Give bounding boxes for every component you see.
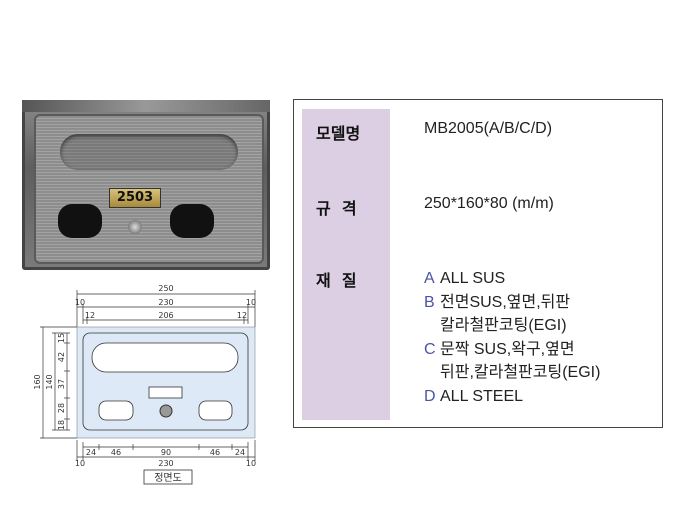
- door-outline: [82, 332, 249, 431]
- dim-seg: 24: [235, 448, 245, 457]
- mailbox-top: [22, 100, 270, 112]
- dim-seg: 46: [111, 448, 121, 457]
- model-label: 모델명: [316, 124, 361, 143]
- lock-icon: [159, 404, 173, 418]
- dim-inner-height: 140: [45, 374, 54, 389]
- dim-inner-width: 230: [158, 298, 173, 307]
- mailbox-photo: 2503: [22, 100, 270, 270]
- material-key: A: [424, 270, 435, 287]
- dim-seg: 42: [57, 352, 66, 362]
- dim-right-inset: 12: [237, 311, 247, 320]
- material-label: 재 질: [316, 271, 357, 290]
- dim-bottom-inner: 230: [158, 459, 173, 468]
- material-text: ALL STEEL: [440, 387, 524, 405]
- drawing-title: 정면도: [154, 472, 182, 484]
- dim-overall-height: 160: [33, 374, 42, 389]
- left-window-outline: [98, 400, 134, 421]
- dim-seg: 90: [161, 448, 171, 457]
- material-item: B 전면SUS,옆면,뒤판: [424, 291, 600, 315]
- material-key: D: [424, 387, 436, 405]
- dim-seg: 18: [57, 420, 66, 430]
- mailbox-front: 2503: [34, 114, 264, 264]
- material-key: B: [424, 293, 435, 311]
- material-key: C: [424, 340, 436, 358]
- dim-bottom-right-margin: 10: [246, 459, 256, 468]
- size-value: 250*160*80 (m/m): [424, 195, 554, 212]
- label-column: [302, 109, 390, 420]
- dim-left-margin: 10: [75, 298, 85, 307]
- right-window-outline: [198, 400, 233, 421]
- material-text: 문짝 SUS,왁구,옆면: [440, 340, 575, 358]
- lock-icon: [128, 220, 142, 234]
- dim-left-inset: 12: [85, 311, 95, 320]
- size-label: 규 격: [316, 199, 357, 218]
- dim-seg: 15: [57, 333, 66, 343]
- dim-slot-width: 206: [158, 311, 173, 320]
- dim-seg: 46: [210, 448, 220, 457]
- material-text: 뒤판,칼라철판코팅(EGI): [440, 364, 601, 381]
- material-text: ALL SUS: [440, 270, 506, 287]
- plate-outline: [148, 386, 183, 399]
- number-plate: 2503: [109, 188, 161, 208]
- slot-outline: [91, 342, 239, 373]
- dim-seg: 28: [57, 403, 66, 413]
- mail-slot: [60, 134, 238, 170]
- right-window: [170, 204, 214, 238]
- model-value: MB2005(A/B/C/D): [424, 120, 553, 137]
- dim-seg: 37: [57, 379, 66, 389]
- spec-table: 모델명 MB2005(A/B/C/D) 규 격 250*160*80 (m/m)…: [293, 99, 663, 428]
- material-text: 전면SUS,옆면,뒤판: [440, 293, 571, 311]
- left-window: [58, 204, 102, 238]
- front-view-drawing: 250 10 230 10 12 206 12 160 140 15 42 37…: [33, 284, 256, 485]
- drawing-title-box: [143, 469, 193, 485]
- dim-bottom-left-margin: 10: [75, 459, 85, 468]
- material-text: 칼라철판코팅(EGI): [440, 317, 567, 334]
- dim-right-margin: 10: [246, 298, 256, 307]
- material-item: A ALL SUS: [424, 267, 600, 291]
- dim-overall-width: 250: [158, 284, 173, 293]
- dim-seg: 24: [86, 448, 96, 457]
